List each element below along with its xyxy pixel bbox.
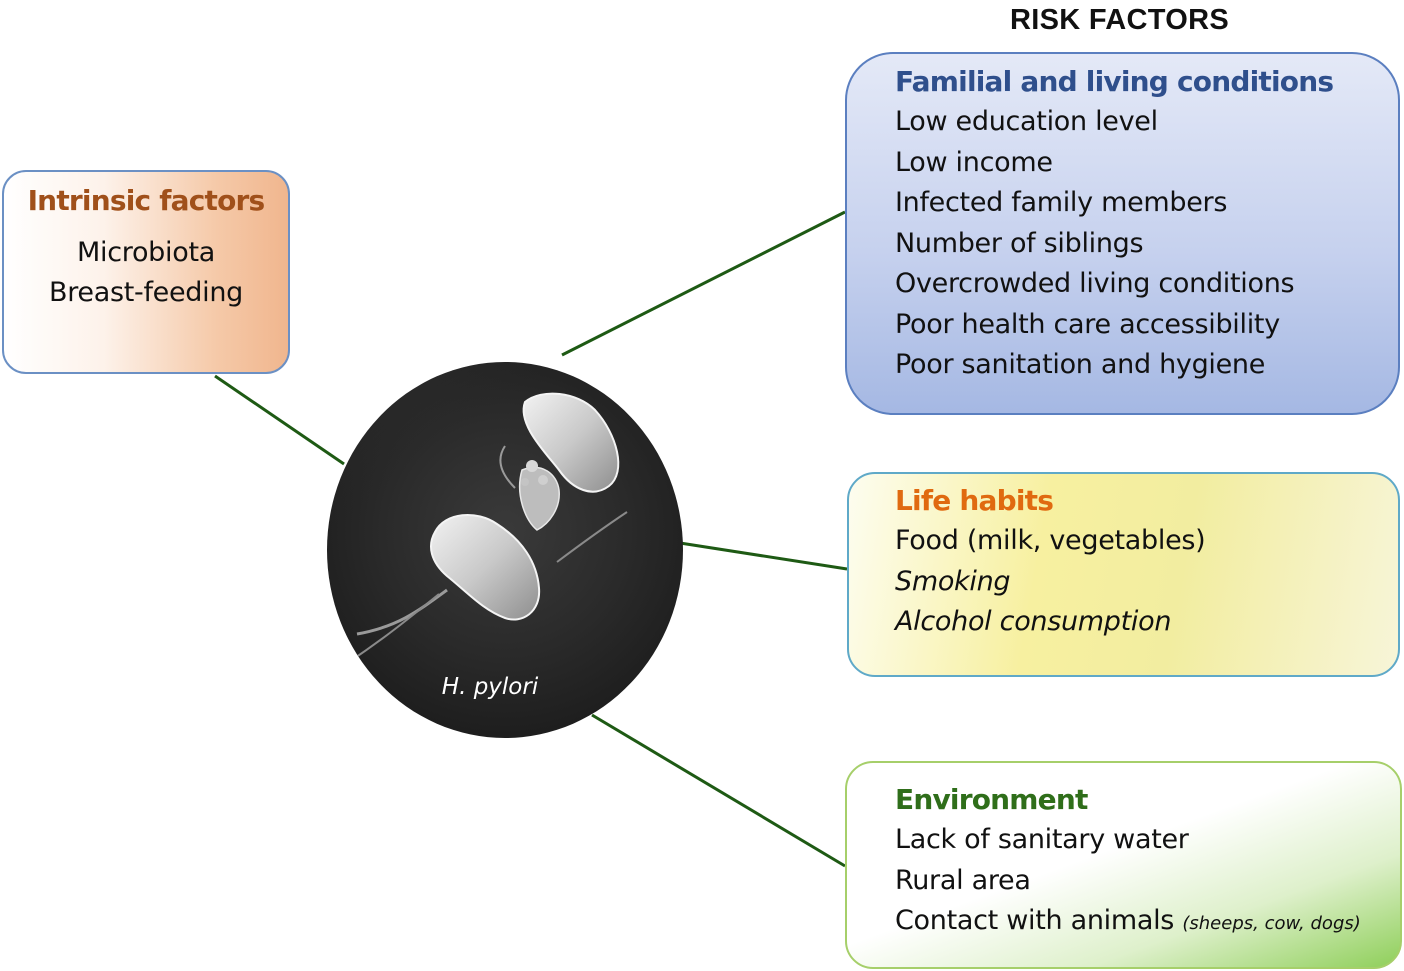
familial-item: Low income — [895, 146, 1053, 178]
risk-factors-heading: RISK FACTORS — [1010, 4, 1229, 36]
familial-item: Infected family members — [895, 187, 1228, 218]
connector-habits — [679, 541, 848, 571]
intrinsic-factors-box: Intrinsic factors Microbiota Breast-feed… — [2, 170, 290, 374]
familial-item: Poor health care accessibility — [895, 308, 1280, 340]
familial-item: Overcrowded living conditions — [895, 268, 1295, 299]
h-pylori-bacterium-icon — [327, 362, 628, 663]
intrinsic-item-microbiota: Microbiota — [77, 237, 215, 268]
connector-intrinsic — [214, 374, 345, 466]
environment-item-animals: Contact with animals (sheeps, cow, dogs) — [895, 901, 1400, 945]
habits-item-smoking: Smoking — [895, 565, 1011, 597]
habits-item-alcohol: Alcohol consumption — [895, 606, 1172, 637]
environment-box: Environment Lack of sanitary water Rural… — [845, 761, 1402, 969]
environment-title: Environment — [895, 783, 1088, 816]
life-habits-title: Life habits — [895, 484, 1054, 517]
familial-item: Low education level — [895, 106, 1158, 137]
connector-familial — [561, 210, 846, 357]
h-pylori-label: H. pylori — [441, 674, 539, 700]
h-pylori-image-circle: H. pylori — [327, 362, 683, 738]
environment-item-rural: Rural area — [895, 864, 1031, 896]
familial-conditions-title: Familial and living conditions — [895, 65, 1334, 98]
environment-item-water: Lack of sanitary water — [895, 824, 1189, 855]
intrinsic-item-breast-feeding: Breast-feeding — [48, 277, 243, 308]
intrinsic-factors-title: Intrinsic factors — [27, 184, 266, 217]
connector-environment — [591, 713, 846, 868]
environment-item-animals-label: Contact with animals — [895, 905, 1175, 936]
habits-item-food: Food (milk, vegetables) — [895, 525, 1206, 556]
life-habits-box: Life habits Food (milk, vegetables) Smok… — [847, 472, 1400, 677]
familial-item: Number of siblings — [895, 227, 1144, 259]
environment-animals-note: (sheeps, cow, dogs) — [1182, 913, 1361, 934]
familial-conditions-box: Familial and living conditions Low educa… — [845, 52, 1400, 415]
familial-item: Poor sanitation and hygiene — [895, 349, 1266, 380]
